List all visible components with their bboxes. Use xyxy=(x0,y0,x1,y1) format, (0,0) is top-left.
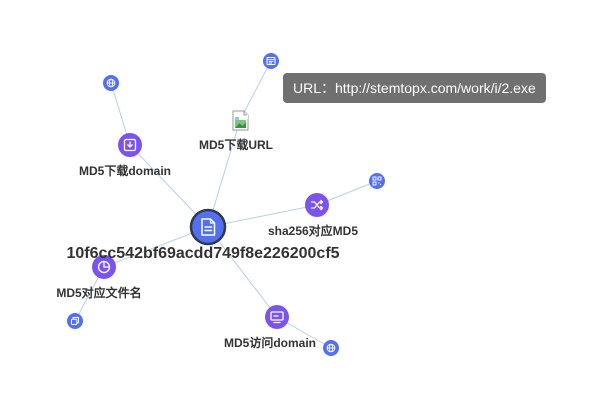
node-md5-visit-domain[interactable] xyxy=(265,305,289,329)
center-node[interactable] xyxy=(189,208,227,246)
node-md5-download-url[interactable] xyxy=(232,110,249,131)
edge-center-md5-visit-domain xyxy=(207,226,278,318)
broken-image-icon xyxy=(232,110,249,131)
node-label-md5-visit-domain: MD5访问domain xyxy=(224,335,316,350)
url-tooltip: URL：http://stemtopx.com/work/i/2.exe xyxy=(283,73,546,103)
node-label-md5-download-domain: MD5下载domain xyxy=(79,163,171,178)
node-md5-download-domain[interactable] xyxy=(118,133,142,157)
node-md5-to-filename[interactable] xyxy=(92,255,116,279)
leaf-node-globe-visit[interactable] xyxy=(323,340,339,356)
leaf-node-copy[interactable] xyxy=(67,313,83,329)
edge-center-md5-to-filename xyxy=(103,226,209,268)
node-label-sha256-to-md5: sha256对应MD5 xyxy=(268,223,358,238)
leaf-node-globe[interactable] xyxy=(103,75,119,91)
leaf-node-qrcode[interactable] xyxy=(369,173,385,189)
edge-center-sha256-to-md5 xyxy=(207,204,318,228)
node-sha256-to-md5[interactable] xyxy=(305,193,329,217)
edge-center-md5-download-domain xyxy=(129,144,209,228)
file-document-icon xyxy=(201,218,216,236)
edge-center-md5-download-url xyxy=(207,119,241,228)
node-label-md5-download-url: MD5下载URL xyxy=(199,137,273,152)
node-label-md5-to-filename: MD5对应文件名 xyxy=(56,285,141,300)
edge-md5-download-url-leaf xyxy=(239,60,272,121)
center-node-label: 10f6cc542bf69acdd749f8e226200cf5 xyxy=(66,245,339,262)
leaf-node-webpage[interactable] xyxy=(263,53,279,69)
